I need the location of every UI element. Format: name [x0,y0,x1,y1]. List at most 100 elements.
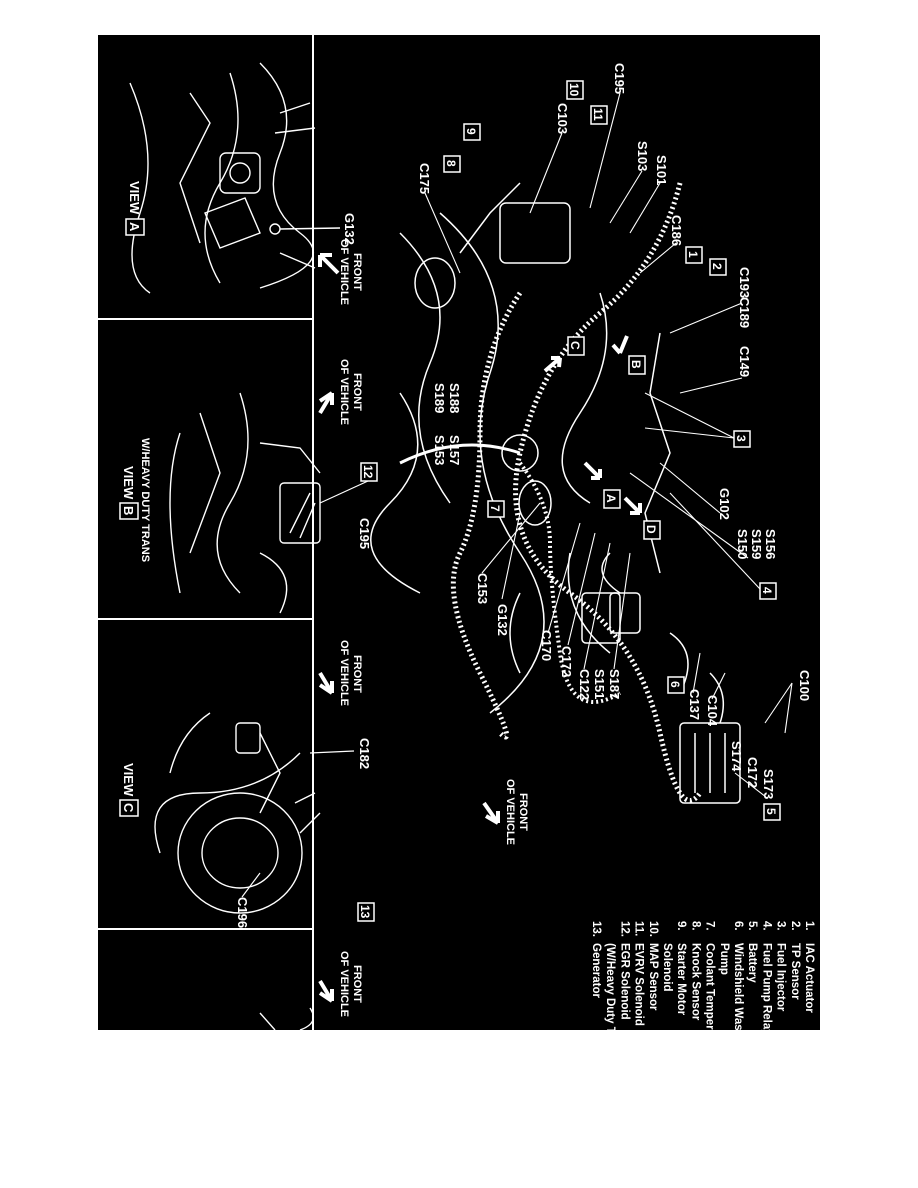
view-c-prefix: VIEW [121,763,136,797]
view-c-front-line1: FRONT [351,655,363,693]
view-b-c195-label: C195 [357,518,372,549]
legend-text: Fuel Pump Relay [760,943,772,1030]
legend-num: 8. [689,921,701,931]
legend-num: 9. [675,921,687,931]
label-s159: S159 [749,529,764,559]
view-b-egr-callout: 12 [319,462,378,504]
view-c-generator-sketch [154,712,321,914]
view-c-c182-label: C182 [357,738,372,769]
label-c103: C103 [555,103,570,134]
legend-row: 3. Fuel Injector [775,921,787,1012]
legend-text: Solenoid [661,943,673,992]
view-b-subtitle: W/HEAVY DUTY TRANS [139,438,151,562]
view-c-generator-callout: 13 [357,902,375,922]
view-c-panel: 13 C182 C196 VIEW C FRONT OF VEHICLE [119,640,375,928]
view-c-letter-box [119,799,139,817]
main-view-ref-c: C [568,341,582,350]
label-s189: S189 [432,383,447,413]
legend-text: Starter Motor [675,943,687,1016]
view-c-callout-box [357,902,375,922]
legend-row: 13.Generator [590,921,602,998]
main-view-ref-b-arrow-icon [611,335,629,355]
legend-num: 10. [647,921,659,937]
label-c100: C100 [797,670,812,701]
label-s150: S150 [735,529,750,559]
view-a-prefix: VIEW [127,181,142,215]
callout-10-box [566,80,584,100]
main-view-ref-b-box [628,355,646,375]
view-b-arrow-icon [318,391,334,415]
battery-sketch [679,672,741,804]
label-s173: S173 [761,769,776,799]
legend-num: 1. [803,921,815,931]
legend-num: 3. [775,921,787,931]
view-d-front-line1: FRONT [351,965,363,1003]
view-b-front-line1: FRONT [351,373,363,411]
callout-9-box [463,123,481,141]
view-d-arrow-icon [318,979,334,1003]
label-g132: G132 [495,604,510,636]
view-d-front-line2: OF VEHICLE [338,951,350,1017]
callout-8: 8 [444,160,458,167]
main-view-ref-b: B [629,360,643,369]
main-front-arrow-icon [482,801,500,825]
callout-9: 9 [464,128,478,135]
view-b-panel: 12 C195 W/HEAVY DUTY TRANS VIEW B FRONT … [119,359,378,614]
view-ref-arrows: A B C D [543,335,661,540]
view-a-front-line1: FRONT [351,253,363,291]
main-view-ref-d-box [643,520,661,540]
callout-5-box [763,803,781,821]
legend-row: Solenoid [661,943,673,992]
legend-num: 6. [732,921,744,931]
label-c195: C195 [612,63,627,94]
legend-text: Coolant Temperatu [704,943,716,1030]
connector-labels: C195 C103 S103 S101 C175 C186 C193 C189 … [417,63,812,799]
callout-8-box [443,155,461,173]
view-c-callout-13: 13 [358,905,372,919]
callout-1-box [685,246,703,264]
legend-text: Pump [718,943,730,975]
view-b-callout-12: 12 [361,465,375,479]
legend-text: Knock Sensor [689,943,701,1021]
main-panel: A B C D FRONT OF VEHICLE 1 [370,63,812,845]
engine-outline-sketch [370,182,689,714]
view-b-front-arrow: FRONT OF VEHICLE [318,359,363,425]
legend-text: Generator [590,943,602,998]
legend-row: 9. Starter Motor [675,921,687,1016]
legend-text: (W/Heavy Duty Tra [604,943,616,1030]
view-a-ground-leader [269,223,341,235]
view-a-g132-label: G132 [342,213,357,245]
legend-num: 7. [704,921,716,931]
legend-row: 7. Coolant Temperatu [704,921,716,1030]
view-a-engine-sketch [129,62,316,294]
label-c153: C153 [475,573,490,604]
label-c170: C170 [539,630,554,661]
callout-5: 5 [764,808,778,815]
callout-3: 3 [734,435,748,442]
label-s156: S156 [763,529,778,559]
legend-text: TP Sensor [789,943,801,1000]
legend-text: Fuel Injector [775,943,787,1012]
leader-lines [424,92,793,798]
legend-text: Battery [746,943,758,983]
view-a-front-line2: OF VEHICLE [338,239,350,305]
view-c-front-line2: OF VEHICLE [338,640,350,706]
legend-num: 5. [746,921,758,931]
view-d-sketch [259,1007,314,1030]
label-c172b: C172 [745,757,760,788]
main-view-ref-d-arrow-icon [623,496,642,515]
legend-text: EVRV Solenoid [633,943,645,1026]
legend-row: 8. Knock Sensor [689,921,701,1021]
view-b-callout-box [360,462,378,482]
callout-11-box [590,105,608,125]
legend-row: 1.IAC Actuator [803,921,815,1013]
legend-num: 2. [789,921,801,931]
rotated-drawing-layer: G132 VIEW A FRONT OF VEHICLE [119,62,815,1030]
label-c193: C193 [737,267,752,298]
legend-text: Windshield Washe [732,943,744,1030]
legend-row: 5. Battery [746,921,758,983]
legend-text: MAP Sensor [647,943,659,1011]
label-c137: C137 [687,689,702,720]
view-b-prefix: VIEW [121,466,136,500]
